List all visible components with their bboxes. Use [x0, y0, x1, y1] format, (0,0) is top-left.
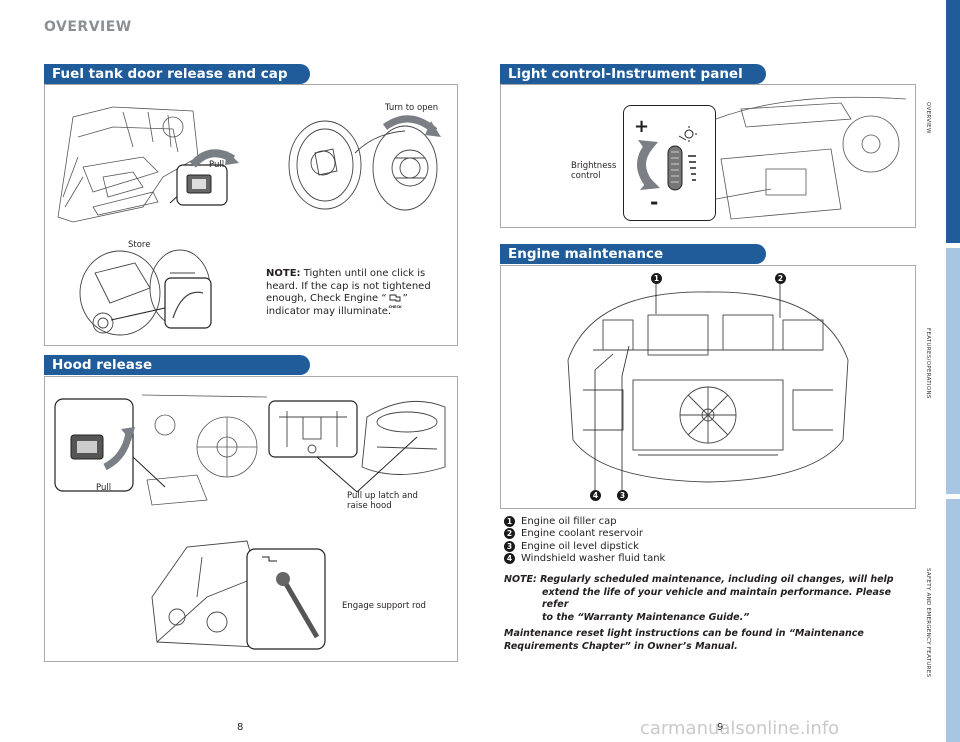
hood-latch-illustration [268, 400, 446, 493]
legend-text: Engine oil filler cap [521, 515, 617, 527]
latch-label-line: Pull up latch and [347, 491, 418, 501]
check-icon-text: CHECK [388, 305, 402, 310]
legend-number: 2 [504, 528, 515, 540]
legend-item: 2 Engine coolant reservoir [504, 528, 665, 541]
brightness-plus-label: + [634, 116, 650, 137]
fuel-turn-label: Turn to open [385, 103, 439, 113]
fuel-pull-label: Pull [209, 160, 225, 170]
hood-section-header: Hood release [44, 355, 310, 375]
maintenance-reset-note: Maintenance reset light instructions can… [504, 628, 914, 653]
engine-legend: 1 Engine oil filler cap 2 Engine coolant r… [504, 515, 665, 565]
engine-bay-illustration [567, 291, 849, 483]
brightness-control-closeup: + - [623, 105, 716, 221]
engine-panel: 1 2 3 4 [500, 265, 916, 509]
legend-number: 1 [504, 515, 515, 527]
side-tab-overview[interactable] [946, 0, 960, 243]
side-tab-features[interactable] [946, 248, 960, 494]
hood-release-lever-closeup [54, 398, 166, 492]
note-line: Tighten until one click is [300, 268, 426, 279]
note-line: heard. If the cap is not tightened [266, 280, 431, 292]
maintenance-note-line: to the “Warranty Maintenance Guide.” [542, 611, 750, 623]
hood-panel: Pull Pull up latch and raise hood Eng [44, 376, 458, 662]
legend-item: 4 Windshield washer fluid tank [504, 553, 665, 566]
fuel-panel: Pull Turn to open Store [44, 84, 458, 346]
hood-release-dashboard-illustration [141, 394, 268, 506]
brightness-label-line: Brightness [571, 161, 617, 171]
note-line: indicator may illuminate. [266, 305, 392, 317]
engine-callout-4: 4 [590, 490, 601, 501]
hood-support-label: Engage support rod [342, 601, 426, 611]
legend-item: 1 Engine oil filler cap [504, 515, 665, 528]
note-prefix: NOTE: [266, 268, 301, 279]
fuel-cap-note: NOTE: Tighten until one click is heard. … [266, 268, 456, 318]
fuel-cap-illustration [288, 115, 441, 211]
fuel-store-label: Store [128, 240, 151, 250]
brightness-minus-label: - [650, 190, 659, 214]
watermark: carmanualsonline.info [640, 718, 840, 739]
check-engine-icon: CHECK [387, 293, 403, 309]
side-label-features: FEATURES/OPERATIONS [925, 328, 931, 399]
light-section-header: Light control-Instrument panel [500, 64, 766, 84]
side-label-overview: OVERVIEW [925, 102, 931, 134]
fuel-section-header: Fuel tank door release and cap [44, 64, 310, 84]
engine-callout-1: 1 [651, 273, 662, 284]
side-label-safety: SAFETY AND EMERGENCY FEATURES [925, 568, 931, 678]
light-panel: Brightness control + - [500, 84, 916, 228]
brightness-label: Brightness control [571, 161, 616, 181]
legend-item: 3 Engine oil level dipstick [504, 540, 665, 553]
legend-text: Engine coolant reservoir [521, 528, 643, 540]
note-line: ” [402, 293, 408, 304]
engine-callout-leaders [594, 284, 781, 490]
side-tab-strip [946, 0, 960, 742]
hood-pull-label: Pull [96, 483, 112, 493]
maintenance-note: NOTE: Regularly scheduled maintenance, i… [504, 574, 914, 624]
latch-label-line: raise hood [347, 501, 392, 511]
reset-note-line: Requirements Chapter” in Owner’s Manual. [504, 640, 738, 652]
hood-support-rod-illustration [151, 540, 326, 650]
instrument-panel-illustration [715, 96, 907, 220]
fuel-release-lever-closeup [169, 149, 239, 206]
maintenance-note-line: NOTE: Regularly scheduled maintenance, i… [504, 574, 894, 585]
engine-section-header: Engine maintenance [500, 244, 766, 264]
page-number-right: 9 [717, 722, 724, 733]
brightness-dial-icon [637, 126, 697, 191]
note-line: enough, Check Engine “ [266, 293, 387, 304]
page-title: OVERVIEW [44, 19, 132, 35]
legend-number: 3 [504, 540, 515, 552]
legend-text: Engine oil level dipstick [521, 540, 639, 552]
reset-note-line: Maintenance reset light instructions can… [504, 628, 864, 639]
fuel-cap-store-illustration [79, 249, 212, 336]
side-tab-safety[interactable] [946, 499, 960, 742]
maintenance-note-line: extend the life of your vehicle and main… [542, 586, 892, 611]
brightness-label-line: control [571, 171, 601, 181]
engine-callout-3: 3 [617, 490, 628, 501]
hood-latch-label: Pull up latch and raise hood [347, 491, 418, 511]
legend-text: Windshield washer fluid tank [521, 553, 666, 565]
engine-callout-2: 2 [775, 273, 786, 284]
page-number-left: 8 [237, 722, 244, 733]
legend-number: 4 [504, 553, 515, 565]
